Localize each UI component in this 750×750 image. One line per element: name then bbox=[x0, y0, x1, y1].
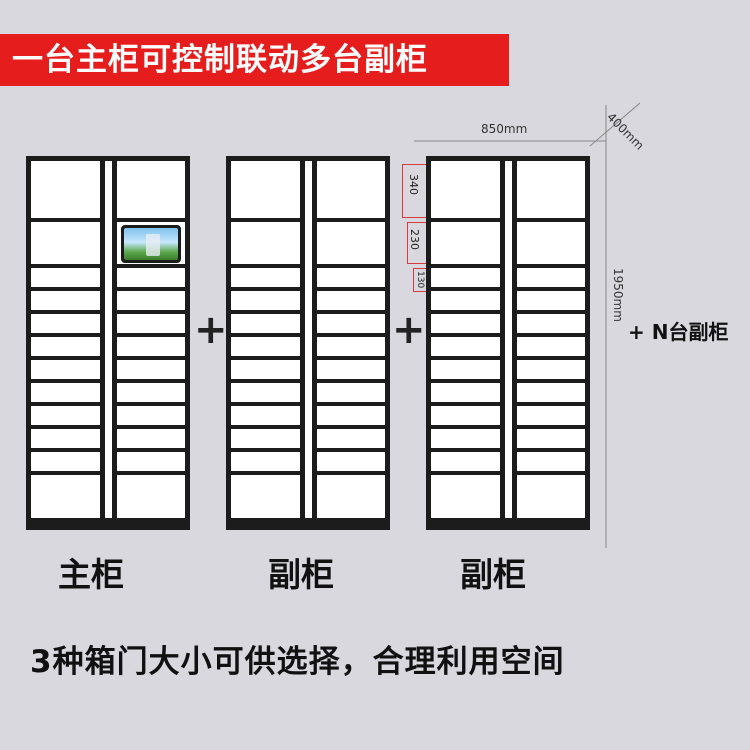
locker-door bbox=[517, 268, 585, 287]
locker-door bbox=[231, 337, 300, 356]
locker-door bbox=[317, 268, 385, 287]
locker-door bbox=[317, 222, 385, 264]
sub-cabinet-1 bbox=[226, 156, 390, 530]
locker-door bbox=[317, 337, 385, 356]
locker-door bbox=[317, 291, 385, 310]
locker-door bbox=[117, 429, 185, 448]
locker-door bbox=[31, 268, 100, 287]
locker-door bbox=[31, 291, 100, 310]
locker-door bbox=[117, 360, 185, 379]
locker-door bbox=[231, 452, 300, 471]
sub-cabinet-2 bbox=[426, 156, 590, 530]
locker-door bbox=[317, 360, 385, 379]
locker-door bbox=[231, 475, 300, 518]
locker-door bbox=[31, 429, 100, 448]
locker-door bbox=[31, 383, 100, 402]
locker-door bbox=[317, 429, 385, 448]
locker-door bbox=[517, 429, 585, 448]
locker-door bbox=[231, 291, 300, 310]
cabinet-label-sub-2: 副柜 bbox=[460, 555, 526, 594]
locker-door bbox=[517, 314, 585, 333]
title-text: 一台主柜可控制联动多台副柜 bbox=[12, 42, 428, 78]
locker-door bbox=[431, 222, 500, 264]
locker-door bbox=[517, 406, 585, 425]
plus-sign-2: + bbox=[392, 307, 426, 353]
locker-door bbox=[117, 337, 185, 356]
locker-door bbox=[117, 161, 185, 218]
locker-door bbox=[117, 406, 185, 425]
door-medium-size: 230 bbox=[408, 229, 421, 250]
locker-door bbox=[317, 475, 385, 518]
locker-door bbox=[317, 314, 385, 333]
locker-door bbox=[431, 383, 500, 402]
locker-door bbox=[431, 161, 500, 218]
cabinet-center-pillar bbox=[305, 161, 312, 518]
locker-door bbox=[431, 429, 500, 448]
door-medium-bracket bbox=[407, 222, 426, 264]
locker-door bbox=[117, 291, 185, 310]
screen-display-icon bbox=[124, 228, 178, 260]
plus-sign-1: + bbox=[194, 307, 228, 353]
door-large-bracket bbox=[402, 164, 426, 218]
cabinet-label-sub-1: 副柜 bbox=[268, 555, 334, 594]
locker-door bbox=[317, 406, 385, 425]
height-dimension: 1950mm bbox=[611, 268, 625, 322]
door-large-size: 340 bbox=[407, 174, 420, 195]
locker-door bbox=[31, 475, 100, 518]
locker-door bbox=[517, 383, 585, 402]
locker-door bbox=[431, 360, 500, 379]
locker-door bbox=[31, 452, 100, 471]
locker-door bbox=[431, 406, 500, 425]
locker-door bbox=[517, 452, 585, 471]
n-sub-cabinets-label: + N台副柜 bbox=[628, 320, 729, 344]
locker-door bbox=[117, 452, 185, 471]
locker-door bbox=[231, 406, 300, 425]
locker-door bbox=[231, 222, 300, 264]
locker-door bbox=[517, 222, 585, 264]
touch-screen bbox=[121, 225, 181, 263]
locker-door bbox=[117, 314, 185, 333]
locker-door bbox=[231, 360, 300, 379]
door-small-bracket bbox=[413, 268, 426, 292]
locker-door bbox=[231, 383, 300, 402]
locker-door bbox=[517, 337, 585, 356]
locker-door bbox=[117, 475, 185, 518]
locker-door bbox=[231, 429, 300, 448]
locker-door bbox=[431, 268, 500, 287]
locker-door bbox=[517, 291, 585, 310]
bottom-caption: 3种箱门大小可供选择，合理利用空间 bbox=[30, 644, 565, 680]
title-banner: 一台主柜可控制联动多台副柜 bbox=[0, 34, 509, 86]
locker-door bbox=[431, 452, 500, 471]
locker-door bbox=[317, 452, 385, 471]
locker-door bbox=[431, 337, 500, 356]
locker-door bbox=[31, 222, 100, 264]
locker-door bbox=[517, 161, 585, 218]
width-dimension: 850mm bbox=[481, 122, 528, 136]
locker-door bbox=[31, 314, 100, 333]
locker-door bbox=[431, 314, 500, 333]
locker-door bbox=[431, 475, 500, 518]
cabinet-center-pillar bbox=[105, 161, 112, 518]
locker-door bbox=[517, 475, 585, 518]
locker-door bbox=[231, 314, 300, 333]
cabinet-center-pillar bbox=[505, 161, 512, 518]
locker-door bbox=[31, 406, 100, 425]
door-small-size: 130 bbox=[415, 271, 425, 289]
locker-door bbox=[317, 383, 385, 402]
locker-door bbox=[31, 337, 100, 356]
cabinet-label-main: 主柜 bbox=[58, 555, 124, 594]
locker-door bbox=[431, 291, 500, 310]
locker-door bbox=[31, 360, 100, 379]
locker-door bbox=[317, 161, 385, 218]
locker-door bbox=[31, 161, 100, 218]
locker-door bbox=[117, 383, 185, 402]
locker-door bbox=[517, 360, 585, 379]
depth-line bbox=[589, 102, 641, 147]
locker-door bbox=[231, 161, 300, 218]
locker-door bbox=[117, 268, 185, 287]
locker-door bbox=[231, 268, 300, 287]
